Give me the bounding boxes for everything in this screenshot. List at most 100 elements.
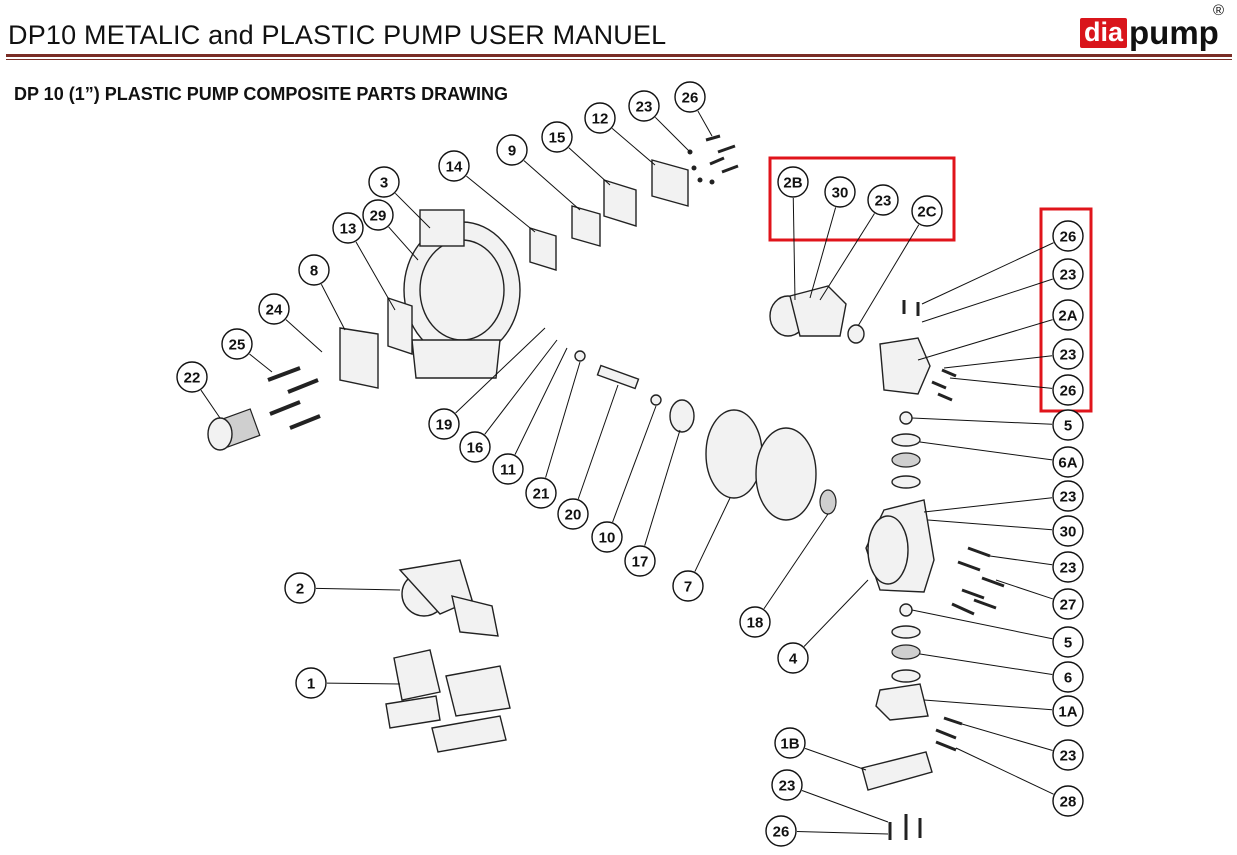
highlight-box-top bbox=[768, 156, 956, 242]
diapump-logo: dia pump ® bbox=[1080, 2, 1224, 49]
callout-leader bbox=[921, 242, 1054, 305]
callout-leader bbox=[484, 339, 558, 435]
callout-bubble bbox=[438, 150, 470, 182]
callout-leader bbox=[943, 355, 1053, 369]
callout-label: 5 bbox=[1064, 635, 1072, 652]
document-title: DP10 METALIC and PLASTIC PUMP USER MANUE… bbox=[8, 20, 667, 50]
ball-5-top bbox=[899, 411, 913, 425]
callout-leader bbox=[819, 213, 875, 301]
callout-bubble bbox=[1052, 374, 1084, 406]
assembly-2 bbox=[398, 559, 499, 637]
callout-leader bbox=[796, 830, 889, 835]
callout-leader bbox=[611, 128, 656, 166]
manifold-1a bbox=[875, 683, 929, 721]
callout-bubble bbox=[624, 545, 656, 577]
callout-leader bbox=[995, 579, 1053, 600]
callout-bubble bbox=[674, 81, 706, 113]
callout-leader bbox=[792, 197, 796, 301]
callout-bubble bbox=[591, 521, 623, 553]
logo-dia-text: dia bbox=[1080, 18, 1128, 48]
callout-leader bbox=[514, 347, 568, 455]
callout-layer: 2623121591432913824252219161121201017718… bbox=[176, 81, 1084, 847]
callout-label: 11 bbox=[500, 462, 516, 479]
fluid-chamber-4 bbox=[865, 499, 935, 593]
callout-bubble bbox=[368, 166, 400, 198]
callout-bubble bbox=[1052, 480, 1084, 512]
callout-leader bbox=[326, 682, 401, 685]
plate-18 bbox=[819, 489, 837, 515]
top-bolts bbox=[687, 134, 739, 185]
callout-leader bbox=[315, 587, 401, 591]
callout-bubble bbox=[295, 667, 327, 699]
callout-bubble bbox=[332, 212, 364, 244]
callout-leader bbox=[568, 147, 611, 186]
callout-bubble bbox=[221, 328, 253, 360]
callout-bubble bbox=[258, 293, 290, 325]
registered-mark: ® bbox=[1213, 2, 1225, 19]
callout-label: 27 bbox=[1060, 597, 1077, 614]
callout-label: 1 bbox=[307, 676, 315, 693]
callout-bubble bbox=[284, 572, 316, 604]
callout-bubble bbox=[584, 102, 616, 134]
callout-label: 10 bbox=[599, 530, 616, 547]
callout-bubble bbox=[739, 606, 771, 638]
callout-label: 2C bbox=[917, 204, 936, 221]
callout-leader bbox=[917, 319, 1053, 361]
callout-leader bbox=[355, 241, 396, 311]
manifold-2a bbox=[879, 337, 931, 395]
callout-bubble bbox=[1052, 258, 1084, 290]
callout-label: 8 bbox=[310, 263, 318, 280]
plate-14 bbox=[529, 227, 557, 271]
callout-leader bbox=[200, 389, 221, 419]
callout-label: 6 bbox=[1064, 670, 1072, 687]
plate-12 bbox=[651, 159, 689, 207]
callout-label: 25 bbox=[229, 337, 246, 354]
callout-label: 15 bbox=[549, 130, 566, 147]
callout-bubble bbox=[672, 570, 704, 602]
callout-bubble bbox=[824, 176, 856, 208]
callout-label: 23 bbox=[636, 99, 653, 116]
callout-label: 1A bbox=[1058, 704, 1077, 721]
assembly-1 bbox=[385, 649, 511, 753]
callout-bubble bbox=[628, 90, 660, 122]
callout-label: 20 bbox=[565, 507, 582, 524]
callout-label: 23 bbox=[875, 193, 892, 210]
end-block-8 bbox=[339, 327, 379, 389]
callout-leader bbox=[285, 319, 323, 353]
callout-label: 2B bbox=[783, 175, 802, 192]
callout-bubble bbox=[777, 166, 809, 198]
callout-bubble bbox=[362, 199, 394, 231]
callout-bubble bbox=[1052, 299, 1084, 331]
callout-leader bbox=[466, 175, 536, 233]
center-body-3 bbox=[403, 209, 521, 379]
callout-bubble bbox=[774, 727, 806, 759]
callout-bubble bbox=[1052, 739, 1084, 771]
callout-bubble bbox=[525, 477, 557, 509]
seat-6 bbox=[891, 644, 921, 660]
callout-label: 19 bbox=[436, 417, 453, 434]
callout-leader bbox=[388, 226, 419, 261]
callout-leader bbox=[911, 417, 1053, 425]
callout-bubble bbox=[492, 453, 524, 485]
callout-leader bbox=[961, 723, 1053, 751]
oring-6a-top bbox=[891, 433, 921, 447]
gasket-15 bbox=[603, 179, 637, 227]
callout-label: 18 bbox=[747, 615, 764, 632]
callout-bubble bbox=[867, 184, 899, 216]
chamber-bolts bbox=[951, 546, 1005, 616]
diaphragm-7b bbox=[755, 427, 817, 521]
callout-leader bbox=[919, 441, 1053, 461]
callout-label: 3 bbox=[380, 175, 388, 192]
callout-label: 2 bbox=[296, 581, 304, 598]
callout-label: 23 bbox=[779, 778, 796, 795]
callout-label: 16 bbox=[467, 440, 484, 457]
callout-label: 30 bbox=[832, 185, 849, 202]
callout-label: 26 bbox=[773, 824, 790, 841]
callout-bubble bbox=[1052, 409, 1084, 441]
callout-leader bbox=[697, 110, 713, 137]
muffler-22 bbox=[207, 408, 261, 451]
callout-label: 9 bbox=[508, 143, 516, 160]
callout-leader bbox=[694, 497, 731, 572]
header-rule-thin bbox=[6, 59, 1232, 60]
